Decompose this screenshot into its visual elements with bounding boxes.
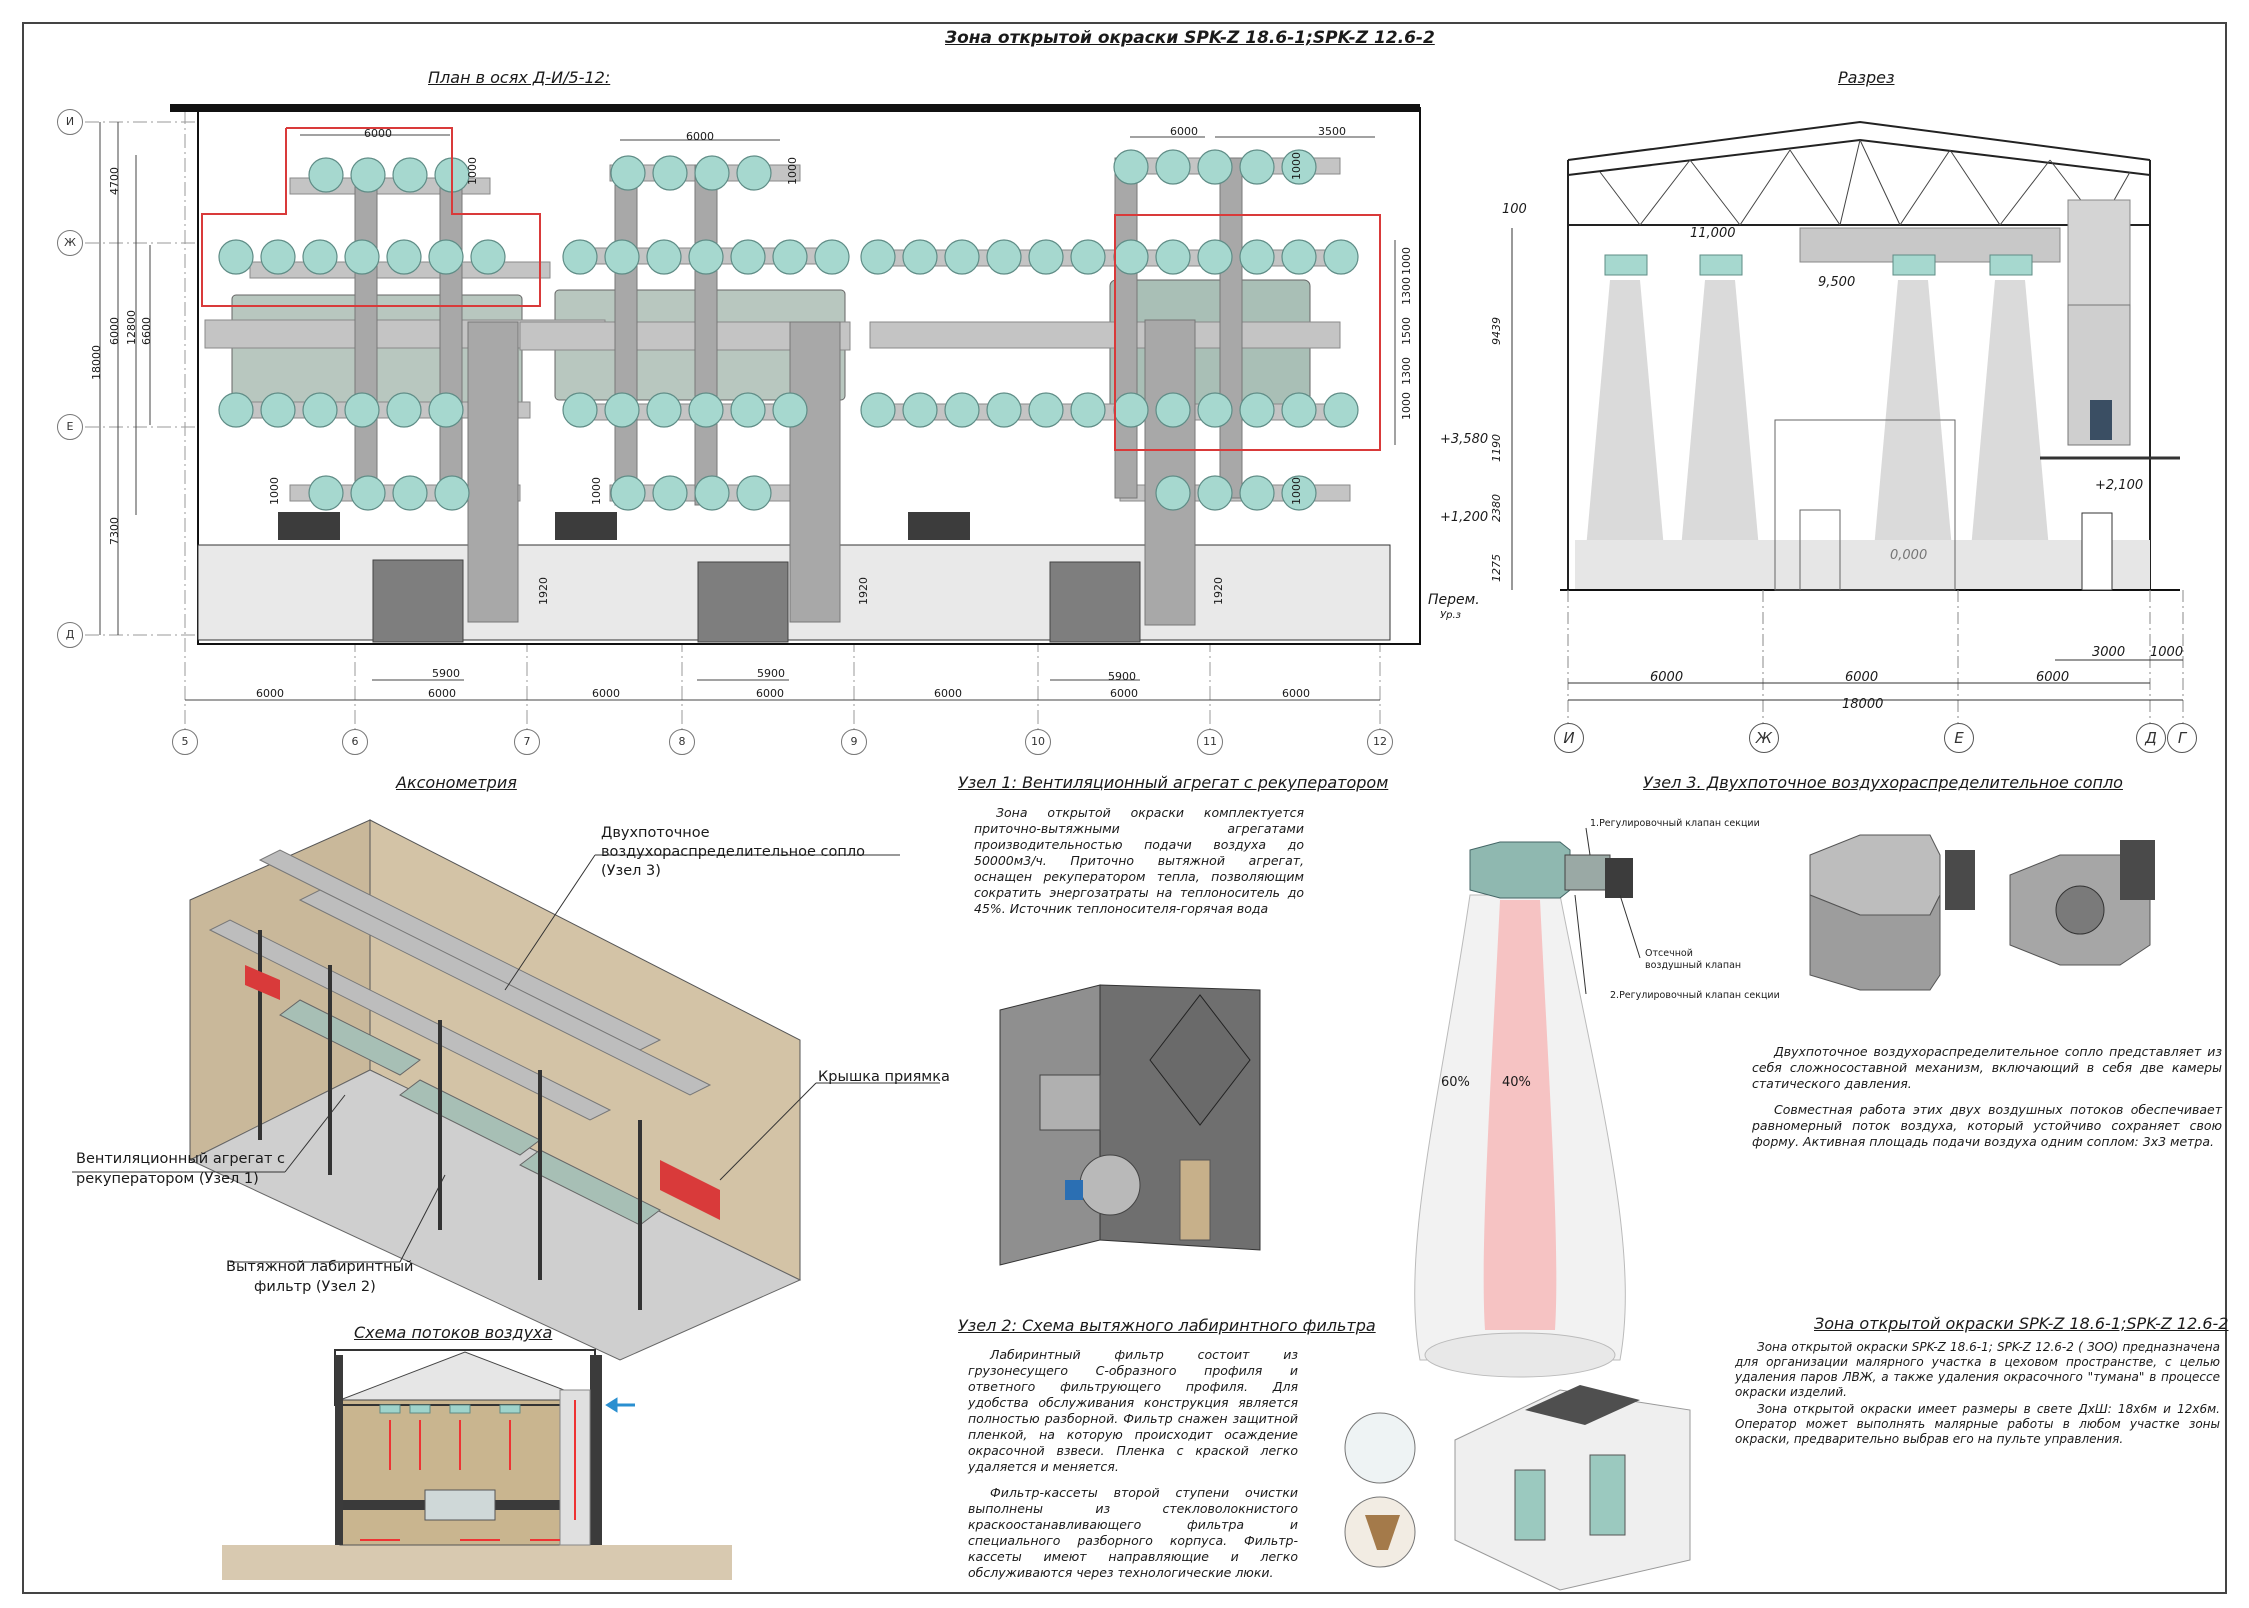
percent-right: 40% xyxy=(1502,1075,1531,1090)
dimension-label: 6000 xyxy=(256,687,284,700)
dimension-label: 6000 xyxy=(1282,687,1310,700)
dimension-label: 1000 xyxy=(2150,645,2184,660)
callout-pit: Крышка приямка xyxy=(818,1069,950,1085)
callout-nozzle: Двухпоточное воздухораспределительное со… xyxy=(601,824,901,881)
dimension-label: 6000 xyxy=(364,127,392,140)
summary-description: Зона открытой окраски SPK-Z 18.6-1; SPK-… xyxy=(1735,1340,2220,1457)
percent-left: 60% xyxy=(1441,1075,1470,1090)
node2-title: Узел 2: Схема вытяжного лабиринтного фил… xyxy=(958,1316,1376,1335)
axis-marker: Ж xyxy=(1749,723,1779,753)
axis-marker: 11 xyxy=(1197,729,1223,755)
dimension-label: 5900 xyxy=(432,667,460,680)
dimension-label: 6000 xyxy=(1845,670,1879,685)
ground-label: Перем. xyxy=(1428,592,1480,608)
axis-marker: И xyxy=(1554,723,1584,753)
dimension-label: 6000 xyxy=(592,687,620,700)
node3-text-1: Двухпоточное воздухораспределительное со… xyxy=(1752,1044,2222,1091)
axis-marker: Е xyxy=(57,414,83,440)
callout-unit-line2: рекуператором (Узел 1) xyxy=(76,1171,259,1187)
plan-title: План в осях Д-И/5-12: xyxy=(428,68,611,87)
node3-text-2: Совместная работа этих двух воздушных по… xyxy=(1752,1102,2222,1149)
axis-marker: И xyxy=(57,109,83,135)
node2-text-2: Фильтр-кассеты второй ступени очистки вы… xyxy=(968,1485,1298,1580)
dimension-label: 3000 xyxy=(2092,645,2126,660)
dimension-label: 6000 xyxy=(1650,670,1684,685)
dimension-label: 5900 xyxy=(1108,670,1136,683)
sheet-title: Зона открытой окраски SPK-Z 18.6-1;SPK-Z… xyxy=(945,28,1435,48)
node3-description: Двухпоточное воздухораспределительное со… xyxy=(1752,1044,2222,1160)
level-mark: 0,000 xyxy=(1890,548,1928,563)
dimension-label: 6000 xyxy=(428,687,456,700)
ground-sub-label: Ур.з xyxy=(1440,610,1461,621)
axis-marker: 10 xyxy=(1025,729,1051,755)
section-title: Разрез xyxy=(1838,68,1895,87)
label-valve-1: 1.Регулировочный клапан секции xyxy=(1590,818,1760,829)
node1-description: Зона открытой окраски комплектуется прит… xyxy=(974,805,1304,927)
dimension-label: 18000 xyxy=(1842,697,1884,712)
summary-title: Зона открытой окраски SPK-Z 18.6-1;SPK-Z… xyxy=(1814,1314,2229,1333)
level-mark: +1,200 xyxy=(1440,510,1489,525)
callout-filter-line1: Вытяжной лабиринтный xyxy=(226,1259,414,1275)
dimension-label: 6000 xyxy=(1110,687,1138,700)
label-cutoff-line1: Отсечной xyxy=(1645,948,1693,959)
level-mark: 9,500 xyxy=(1818,275,1856,290)
callout-unit-line1: Вентиляционный агрегат с xyxy=(76,1151,285,1167)
callout-filter-line2: фильтр (Узел 2) xyxy=(254,1279,376,1295)
level-mark: 100 xyxy=(1502,202,1527,217)
node2-description: Лабиринтный фильтр состоит из грузонесущ… xyxy=(968,1347,1298,1591)
level-mark: 11,000 xyxy=(1690,226,1736,241)
dimension-label: 6000 xyxy=(934,687,962,700)
level-mark: +2,100 xyxy=(2095,478,2144,493)
summary-text-1: Зона открытой окраски SPK-Z 18.6-1; SPK-… xyxy=(1735,1340,2220,1399)
callout-nozzle-text: Двухпоточное воздухораспределительное со… xyxy=(601,825,866,879)
axis-marker: Е xyxy=(1944,723,1974,753)
axis-marker: Д xyxy=(2136,723,2166,753)
node1-title: Узел 1: Вентиляционный агрегат с рекупер… xyxy=(958,773,1389,792)
axo-title: Аксонометрия xyxy=(396,773,517,792)
label-cutoff-line2: воздушный клапан xyxy=(1645,960,1742,971)
axis-marker: 12 xyxy=(1367,729,1393,755)
axis-marker: Г xyxy=(2167,723,2197,753)
summary-text-2: Зона открытой окраски имеет размеры в св… xyxy=(1735,1402,2220,1446)
axis-marker: 9 xyxy=(841,729,867,755)
dimension-label: 6000 xyxy=(756,687,784,700)
dimension-label: 6000 xyxy=(686,130,714,143)
node3-title: Узел 3. Двухпоточное воздухораспределите… xyxy=(1643,773,2123,792)
dimension-label: 3500 xyxy=(1318,125,1346,138)
dimension-label: 6000 xyxy=(1170,125,1198,138)
dimension-label: 5900 xyxy=(757,667,785,680)
node1-text: Зона открытой окраски комплектуется прит… xyxy=(974,805,1304,916)
axis-marker: 8 xyxy=(669,729,695,755)
axis-marker: Ж xyxy=(57,230,83,256)
axis-marker: 6 xyxy=(342,729,368,755)
label-valve-2: 2.Регулировочный клапан секции xyxy=(1610,990,1780,1001)
axis-marker: 7 xyxy=(514,729,540,755)
node2-text-1: Лабиринтный фильтр состоит из грузонесущ… xyxy=(968,1347,1298,1474)
flows-title: Схема потоков воздуха xyxy=(354,1323,553,1342)
axis-marker: 5 xyxy=(172,729,198,755)
level-mark: +3,580 xyxy=(1440,432,1489,447)
axis-marker: Д xyxy=(57,622,83,648)
dimension-label: 6000 xyxy=(2036,670,2070,685)
